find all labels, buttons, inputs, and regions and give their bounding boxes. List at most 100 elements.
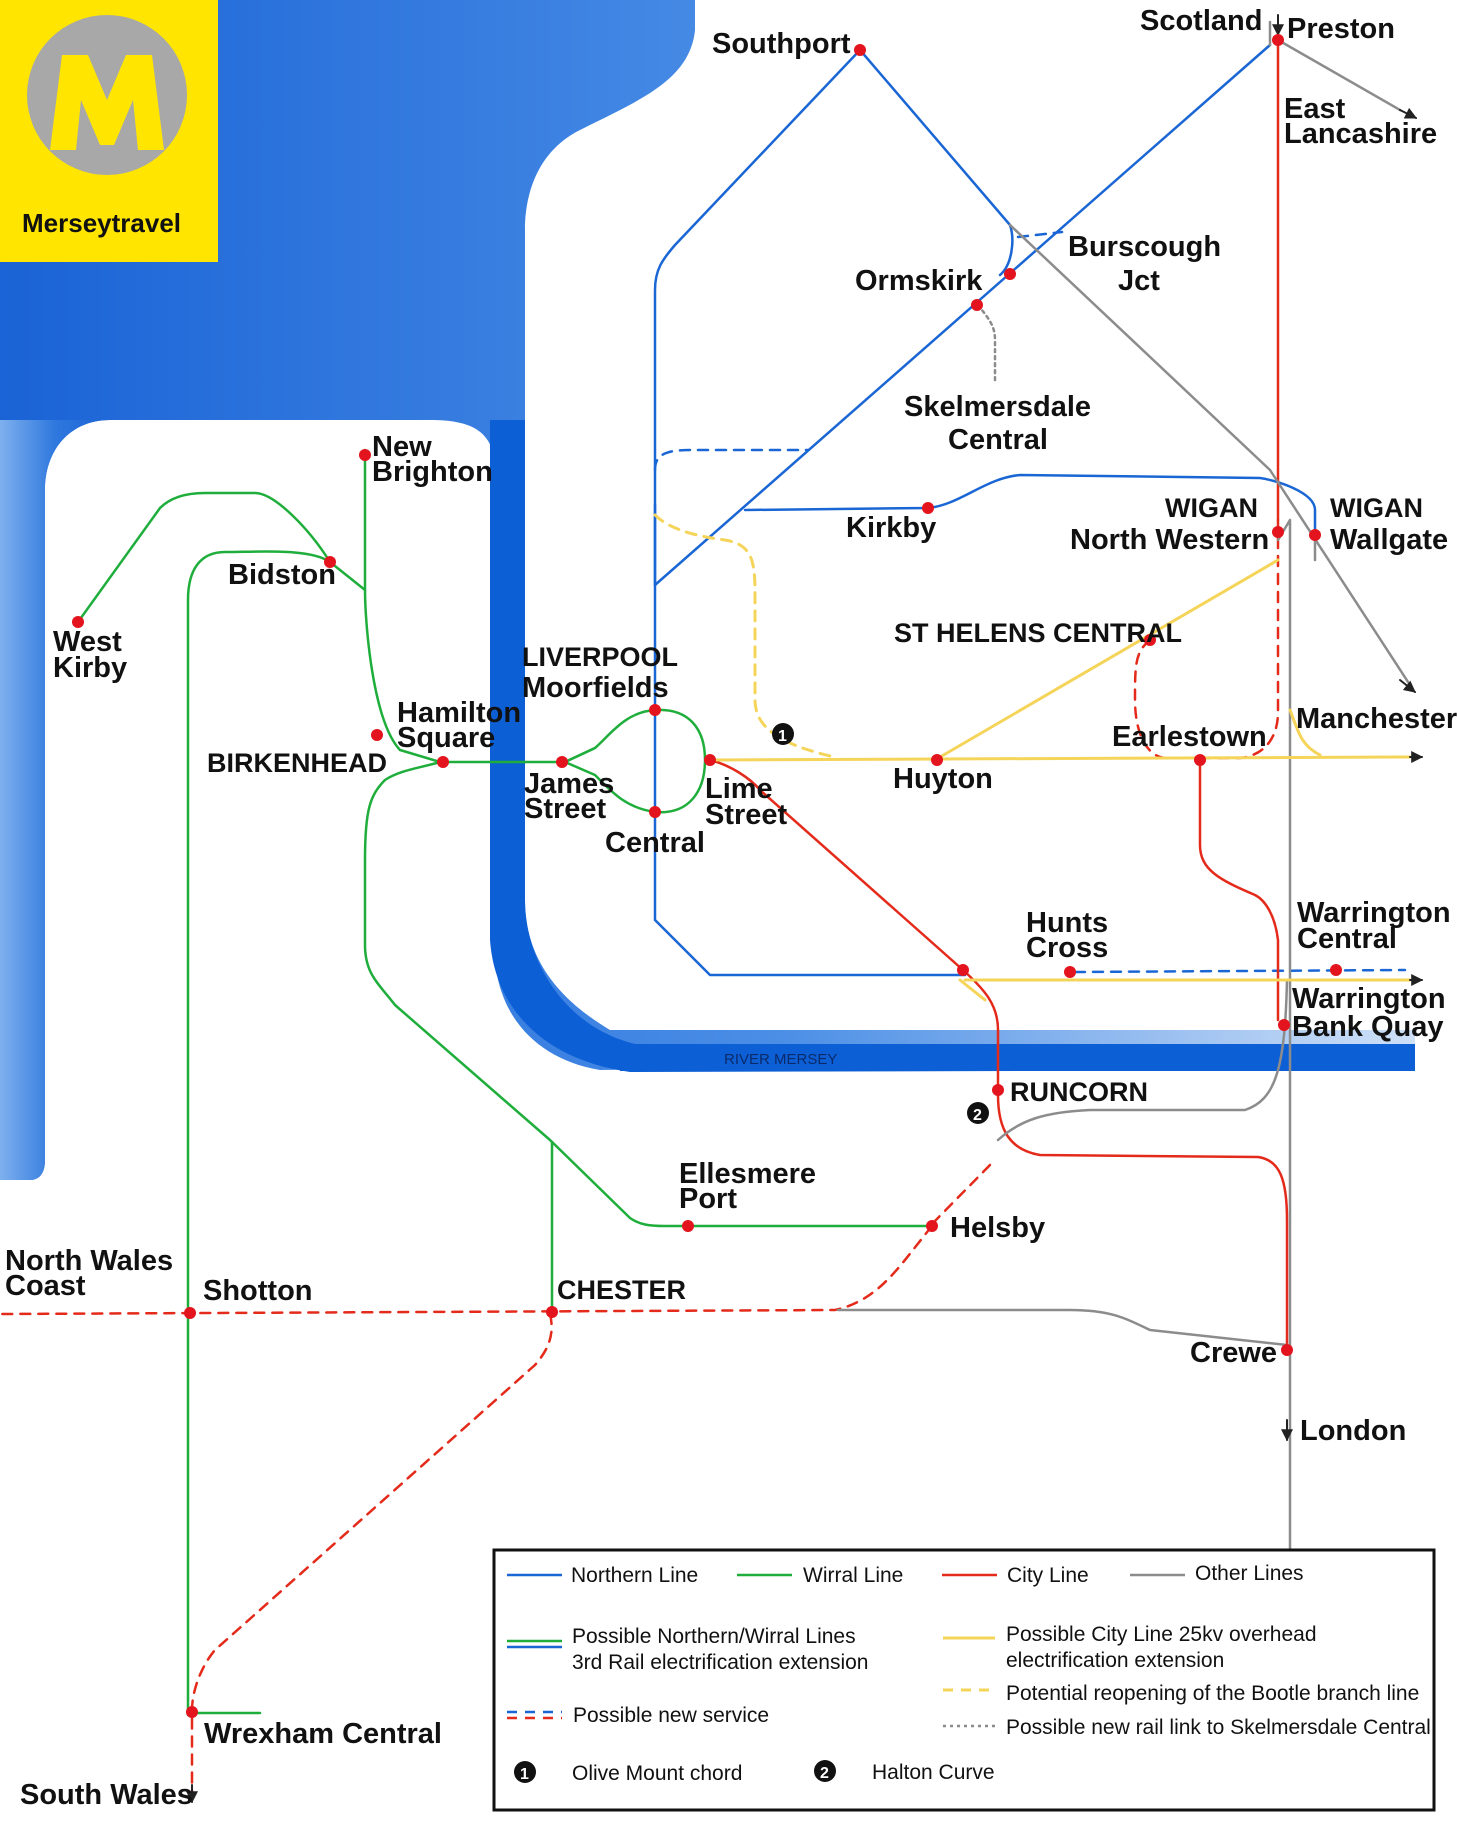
station-wrexham[interactable] (186, 1706, 198, 1718)
legend-city: City Line (1007, 1564, 1089, 1587)
station-hamilton-square[interactable] (371, 729, 383, 741)
station-bidston[interactable] (324, 556, 336, 568)
olive-mount-marker: 1 (772, 723, 794, 745)
wirral-line (76, 448, 932, 1717)
station-labels: Southport Scotland Preston East Lancashi… (5, 5, 1457, 1811)
label-james-1: James (524, 768, 614, 800)
marker-one-icon (772, 723, 794, 745)
label-hamilton-2: Square (397, 722, 495, 754)
legend-two-num: 2 (820, 1765, 829, 1782)
label-burscough-1: Burscough (1068, 231, 1221, 263)
label-warrington-c-2: Central (1297, 923, 1397, 955)
irish-sea (0, 0, 1415, 1180)
legend-possible-nw-1: Possible Northern/Wirral Lines (572, 1625, 856, 1648)
legend-halton: Halton Curve (872, 1761, 995, 1784)
station-huyton[interactable] (931, 754, 943, 766)
station-warrington-central[interactable] (1330, 964, 1342, 976)
label-west-kirby-2: Kirby (53, 652, 127, 684)
label-st-helens: ST HELENS CENTRAL (894, 618, 1182, 648)
logo-circle (27, 15, 187, 175)
label-warrington-bq-2: Bank Quay (1292, 1011, 1444, 1043)
label-central: Central (605, 827, 705, 859)
label-south-wales: South Wales (20, 1779, 193, 1811)
station-birkenhead[interactable] (437, 756, 449, 768)
label-chester: CHESTER (557, 1275, 686, 1305)
legend-two-icon (814, 1760, 836, 1782)
station-central[interactable] (649, 806, 661, 818)
station-warrington-bq[interactable] (1278, 1019, 1290, 1031)
station-southport[interactable] (854, 44, 866, 56)
label-birkenhead: BIRKENHEAD (207, 748, 387, 778)
station-james-street[interactable] (556, 756, 568, 768)
station-st-helens[interactable] (1144, 634, 1156, 646)
station-kirkby[interactable] (922, 502, 934, 514)
marker-two-text: 2 (973, 1107, 982, 1124)
station-helsby[interactable] (926, 1220, 938, 1232)
logo-m-icon (50, 55, 164, 150)
label-hunts-2: Cross (1026, 932, 1108, 964)
label-moorfields-2: Moorfields (522, 672, 669, 704)
legend-bootle: Potential reopening of the Bootle branch… (1006, 1682, 1419, 1705)
label-bidston: Bidston (228, 559, 336, 591)
legend-olive-mount: Olive Mount chord (572, 1762, 742, 1785)
label-new-brighton-1: New (372, 431, 432, 463)
station-earlestown[interactable] (1194, 754, 1206, 766)
label-preston: Preston (1287, 13, 1395, 45)
station-wigan-nw[interactable] (1272, 526, 1284, 538)
label-lime-1: Lime (705, 773, 773, 805)
label-skelmersdale-1: Skelmersdale (904, 391, 1091, 423)
label-wigan-wallgate-2: Wallgate (1330, 524, 1448, 556)
label-helsby: Helsby (950, 1212, 1045, 1244)
legend-skelmersdale: Possible new rail link to Skelmersdale C… (1006, 1716, 1431, 1739)
legend-other: Other Lines (1195, 1562, 1304, 1585)
label-runcorn: RUNCORN (1010, 1077, 1148, 1107)
station-new-brighton[interactable] (359, 449, 371, 461)
station-liverpool-south[interactable] (957, 964, 969, 976)
station-moorfields[interactable] (649, 704, 661, 716)
station-preston[interactable] (1272, 34, 1284, 46)
station-wigan-wallgate[interactable] (1309, 529, 1321, 541)
label-burscough-2: Jct (1118, 265, 1160, 297)
legend-new-service: Possible new service (573, 1704, 769, 1727)
station-lime-street[interactable] (704, 754, 716, 766)
station-hunts-cross[interactable] (1064, 966, 1076, 978)
dee-estuary (0, 420, 110, 1180)
legend-one-icon (514, 1761, 536, 1783)
label-james-2: Street (524, 793, 607, 825)
label-hunts-1: Hunts (1026, 907, 1108, 939)
label-earlestown: Earlestown (1112, 721, 1267, 753)
brand-name: Merseytravel (22, 208, 181, 238)
legend-northern: Northern Line (571, 1564, 698, 1587)
city-line (708, 38, 1289, 1350)
station-west-kirby[interactable] (72, 616, 84, 628)
label-moorfields-1: LIVERPOOL (522, 642, 678, 672)
other-lines (836, 20, 1412, 1557)
label-nwc-1: North Wales (5, 1245, 173, 1277)
label-lime-2: Street (705, 799, 788, 831)
label-warrington-bq-1: Warrington (1292, 983, 1446, 1015)
marker-two-icon (967, 1102, 989, 1124)
station-chester[interactable] (546, 1306, 558, 1318)
label-ellesmere-2: Port (679, 1183, 737, 1215)
marker-one-text: 1 (778, 728, 787, 745)
station-shotton[interactable] (184, 1307, 196, 1319)
label-warrington-c-1: Warrington (1297, 897, 1451, 929)
label-kirkby: Kirkby (846, 512, 936, 544)
station-runcorn[interactable] (992, 1084, 1004, 1096)
station-crewe[interactable] (1281, 1344, 1293, 1356)
label-scotland: Scotland (1140, 5, 1262, 37)
station-burscough-jct[interactable] (1004, 268, 1016, 280)
stations (72, 34, 1342, 1718)
station-ellesmere-port[interactable] (682, 1220, 694, 1232)
label-new-brighton-2: Brighton (372, 456, 493, 488)
legend-one-num: 1 (520, 1766, 529, 1783)
legend-box (492, 1548, 1436, 1812)
label-wigan-nw-2: North Western (1070, 524, 1269, 556)
label-wigan-nw-1: WIGAN (1165, 493, 1258, 523)
legend-possible-city-2: electrification extension (1006, 1649, 1224, 1672)
label-shotton: Shotton (203, 1275, 313, 1307)
label-east-lancashire-1: East (1284, 93, 1346, 125)
station-ormskirk[interactable] (971, 299, 983, 311)
legend: Northern Line Wirral Line City Line Othe… (492, 1548, 1436, 1812)
